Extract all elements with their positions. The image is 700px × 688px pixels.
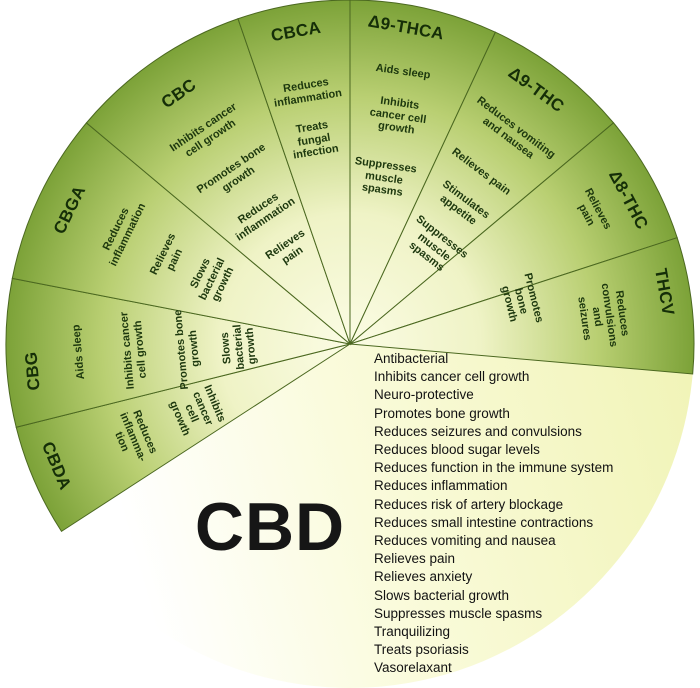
wedge-d9-thca <box>349 0 497 345</box>
wedge-d8-thc <box>349 122 678 345</box>
sector-label-cbg: CBG <box>21 350 44 392</box>
wedge-cbd <box>61 344 693 688</box>
cbd-effect-item: Antibacterial <box>374 351 449 366</box>
cbd-effect-item: Reduces seizures and convulsions <box>374 423 582 439</box>
cbd-effect-item: Neuro-protective <box>374 387 474 403</box>
cbd-effect-item: Slows bacterial growth <box>374 587 510 603</box>
cbd-effect-item: Relieves pain <box>374 551 456 567</box>
effect-thcv-convulsions-seizures: Reduces convulsions and seizures <box>575 282 632 348</box>
wedge-cbga <box>11 122 352 345</box>
cbd-effect-item: Reduces risk of artery blockage <box>374 496 564 512</box>
effect-d9-thca-inhibits-cancer: Inhibits cancer cell growth <box>369 94 428 137</box>
wedge-thcv <box>349 237 695 375</box>
cbd-effect-item: Reduces small intestine contractions <box>374 514 594 530</box>
effect-cbg-slows-bacterial: Slows bacterial growth <box>218 323 259 371</box>
cbd-effect-item: Vasorelaxant <box>374 660 452 676</box>
wedge-cbc <box>85 18 352 346</box>
wedge-cbg <box>5 277 351 428</box>
cbd-effect-item: Treats psoriasis <box>374 642 469 658</box>
cbd-effect-list: Antibacterial Inhibits cancer cell growt… <box>374 350 613 678</box>
cbd-effect-item: Relieves anxiety <box>374 569 473 585</box>
wedge-d9-thc <box>349 31 615 345</box>
wedge-cbca <box>237 0 351 345</box>
sector-label-cbd: CBD <box>194 489 346 565</box>
cbd-effect-item: Promotes bone growth <box>374 405 510 421</box>
cbd-effect-item: Tranquilizing <box>374 624 451 640</box>
cbd-effect-item: Reduces blood sugar levels <box>374 442 540 458</box>
cbd-effect-item: Reduces function in the immune system <box>374 460 614 476</box>
cbd-effect-item: Reduces inflammation <box>374 478 508 494</box>
cbd-effect-item: Inhibits cancer cell growth <box>374 369 530 385</box>
effect-cbca-treats-fungal: Treats fungal infection <box>292 118 340 162</box>
cbd-effect-item: Suppresses muscle spasms <box>374 605 543 621</box>
cbd-effect-item: Reduces vomiting and nausea <box>374 533 556 549</box>
